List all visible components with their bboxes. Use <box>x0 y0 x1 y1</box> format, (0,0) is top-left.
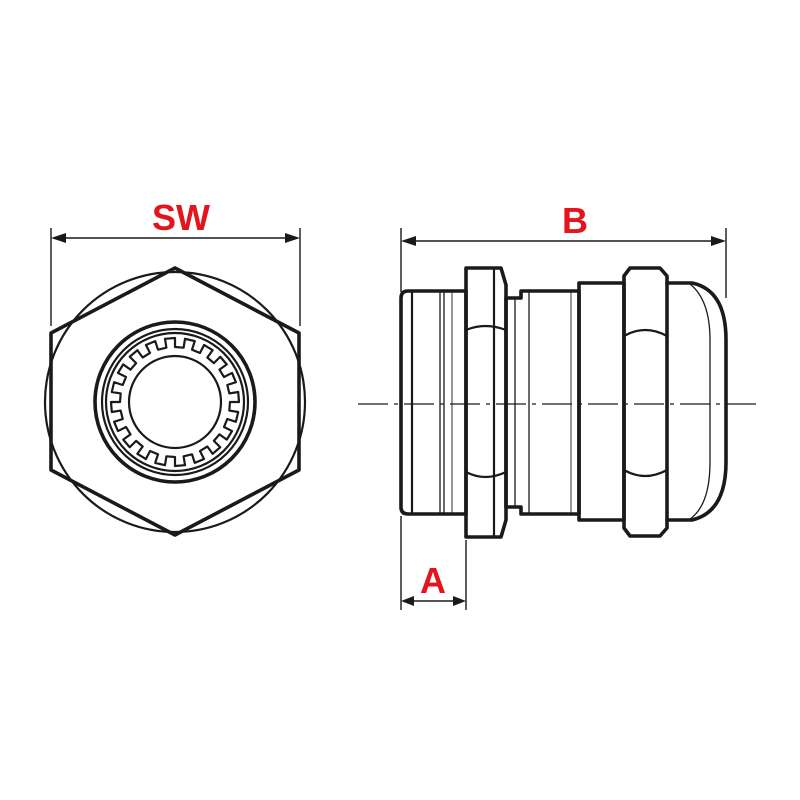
sealing-nut <box>622 266 669 538</box>
dome-cap <box>665 281 728 522</box>
side-view: B A <box>358 200 758 610</box>
sealing-nut-face-top <box>622 328 669 338</box>
front-view: SW <box>43 197 307 537</box>
hex-nut-outline <box>49 266 301 537</box>
gland-body <box>504 289 581 516</box>
thread-section <box>399 289 468 516</box>
lock-nut-face-top <box>464 324 508 332</box>
dome-cap-inner <box>689 283 711 520</box>
sw-arrow-left <box>51 233 66 243</box>
clamping-teeth <box>109 336 241 468</box>
gland-ring-2 <box>100 327 250 477</box>
sw-label: SW <box>152 197 210 238</box>
body-hex <box>577 281 626 522</box>
a-arrow-left <box>401 596 414 606</box>
lock-nut-face-bottom <box>464 470 508 479</box>
a-arrow-right <box>453 596 466 606</box>
b-arrow-right <box>711 236 726 246</box>
a-label: A <box>420 560 446 601</box>
gland-outer-ring <box>93 320 257 484</box>
lock-nut <box>464 266 508 539</box>
gland-ring-3 <box>104 331 246 473</box>
b-arrow-left <box>401 236 416 246</box>
sw-arrow-right <box>285 233 300 243</box>
sealing-nut-face-bottom <box>622 468 669 478</box>
b-label: B <box>562 200 588 241</box>
hex-chamfer-circle <box>43 270 307 534</box>
seal-opening <box>127 354 223 450</box>
